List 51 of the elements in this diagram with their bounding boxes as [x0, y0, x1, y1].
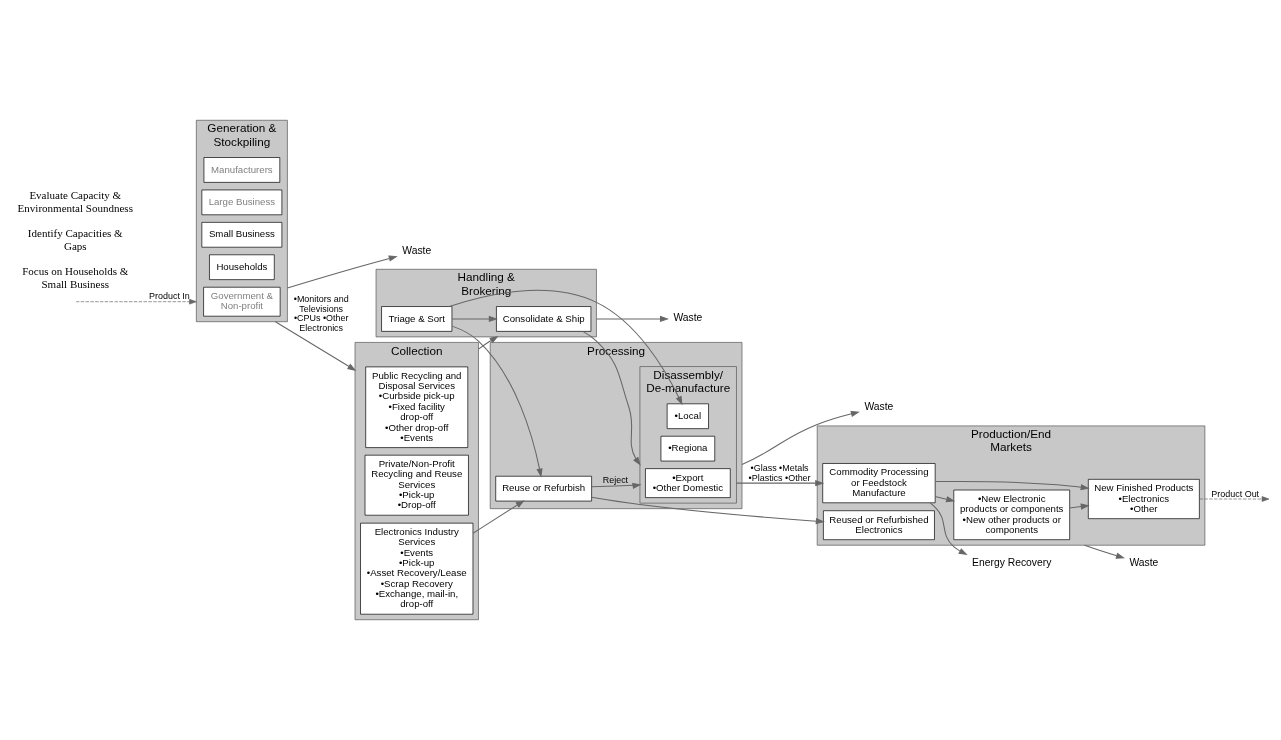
arrow — [472, 500, 525, 534]
arrow — [929, 502, 968, 556]
node-text: Waste — [1129, 556, 1159, 568]
arrow — [591, 482, 642, 489]
node-box: Public Recycling and Disposal Services •Curbside pick-up •Fixed facility drop-off •Other drop-off •Events — [365, 366, 469, 448]
node-box: •Export •Other Domestic — [645, 468, 731, 498]
node-box: Reused or Refurbished Electronics — [823, 510, 935, 541]
edge-label: •Glass •Metals •Plastics •Other — [748, 462, 811, 483]
label: Identify Capacities & Gaps — [27, 227, 123, 252]
node-box: •New Electronic products or components •New other products or components — [953, 489, 1071, 541]
arrow — [451, 325, 543, 478]
edge-label: Product In — [149, 291, 190, 302]
arrow — [735, 480, 825, 487]
arrow — [595, 315, 669, 323]
label: Focus on Households & Small Business — [22, 265, 129, 290]
node-text: Waste — [402, 244, 432, 256]
node-box: Households — [209, 254, 275, 280]
arrow — [934, 480, 1090, 491]
arrow — [286, 255, 398, 289]
arrow — [274, 321, 357, 371]
arrow — [582, 330, 641, 466]
arrow — [451, 315, 498, 323]
node-box: Consolidate & Ship — [496, 306, 592, 332]
arrow — [741, 410, 860, 466]
node-box: •Local — [666, 403, 709, 429]
edge-label: Reject — [602, 475, 629, 486]
label: Evaluate Capacity & Environmental Soundness — [17, 189, 133, 214]
node-box: •Regiona — [660, 435, 716, 462]
arrow — [1199, 496, 1270, 502]
node-box: Small Business — [201, 222, 283, 248]
arrow — [934, 496, 956, 503]
node-box: Electronics Industry Services •Events •Pick-up •Asset Recovery/Lease •Scrap Recovery •Exchange, mail-in, drop-off — [360, 522, 474, 615]
arrow — [591, 496, 825, 525]
node-box: Commodity Processing or Feedstock Manufacture — [822, 463, 936, 504]
node-text: Waste — [673, 312, 703, 324]
node-box: Large Business — [201, 189, 283, 216]
edge-label: Product Out — [1211, 488, 1260, 499]
node-box: Reuse or Refurbish — [495, 475, 592, 502]
node-box: Private/Non-Profit Recycling and Reuse Services •Pick-up •Drop-off — [364, 454, 469, 516]
node-text: Energy Recovery — [972, 556, 1052, 568]
arrow — [1069, 503, 1090, 510]
arrow — [448, 289, 683, 406]
node-box: Triage & Sort — [381, 306, 453, 332]
arrow — [75, 298, 197, 305]
node-text: Waste — [864, 401, 894, 413]
node-box: New Finished Products •Electronics •Other — [1087, 479, 1200, 519]
node-box: Manufacturers — [203, 157, 281, 183]
node-box: Government & Non-profit — [203, 286, 281, 317]
edge-label: •Monitors and Televisions •CPUs •Other Electronics — [293, 293, 349, 333]
arrow — [477, 336, 499, 350]
arrow — [1084, 544, 1125, 559]
